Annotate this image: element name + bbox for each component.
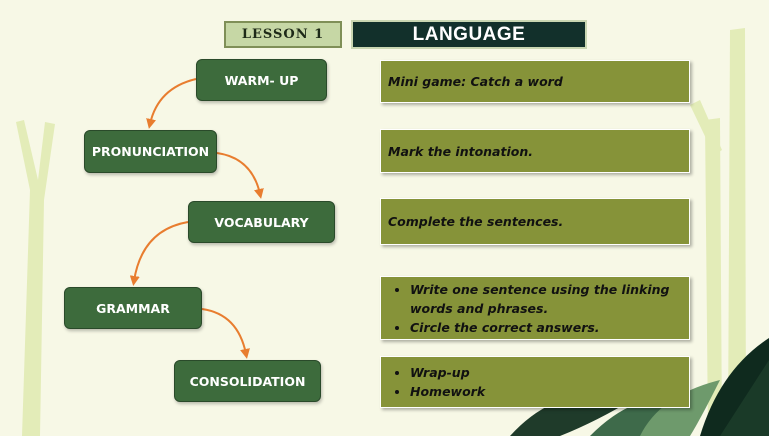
list-item: Wrap-up: [410, 363, 485, 382]
stage-pronunciation: PRONUNCIATION: [84, 130, 217, 173]
activity-list: Wrap-up Homework: [388, 363, 485, 401]
stage-label: PRONUNCIATION: [91, 144, 210, 159]
stage-vocabulary: VOCABULARY: [188, 201, 335, 243]
stage-label: WARM- UP: [224, 72, 299, 88]
activity-pronunciation: Mark the intonation.: [380, 129, 690, 173]
stage-consolidation: CONSOLIDATION: [174, 360, 321, 402]
list-item: Homework: [410, 382, 485, 401]
bamboo-right-icon: [690, 28, 746, 436]
stage-warmup: WARM- UP: [196, 59, 327, 101]
stage-label: GRAMMAR: [96, 300, 170, 316]
list-item: Circle the correct answers.: [410, 318, 689, 337]
activity-list: Write one sentence using the linking wor…: [388, 280, 689, 337]
page-title: LANGUAGE: [351, 20, 587, 49]
stage-grammar: GRAMMAR: [64, 287, 202, 329]
activity-text: Mark the intonation.: [388, 143, 533, 159]
activity-text: Complete the sentences.: [388, 214, 564, 229]
activity-grammar: Write one sentence using the linking wor…: [380, 276, 690, 340]
activity-warmup: Mini game: Catch a word: [380, 60, 690, 103]
stage-label: CONSOLIDATION: [189, 373, 306, 389]
bamboo-left-icon: [16, 120, 55, 436]
activity-consolidation: Wrap-up Homework: [380, 356, 690, 408]
lesson-label: LESSON 1: [224, 21, 342, 48]
list-item: Write one sentence using the linking wor…: [410, 280, 689, 318]
activity-text: Mini game: Catch a word: [388, 74, 563, 89]
stage-label: VOCABULARY: [214, 214, 309, 230]
activity-vocabulary: Complete the sentences.: [380, 198, 690, 245]
